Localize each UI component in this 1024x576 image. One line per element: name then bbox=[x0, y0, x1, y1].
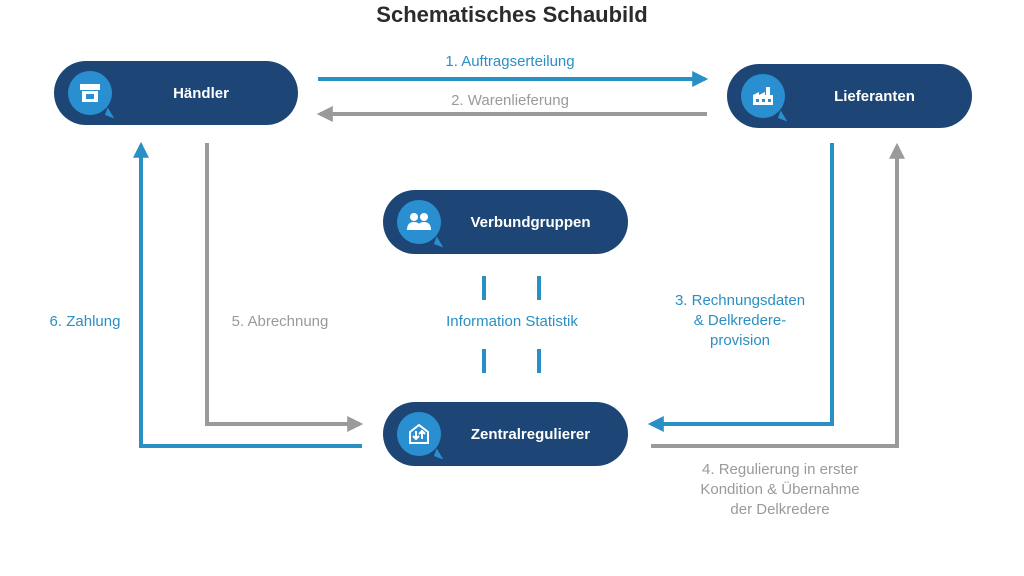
label-line: der Delkredere bbox=[730, 501, 830, 518]
label-regulierung: 4. Regulierung in erster Kondition & Übe… bbox=[660, 460, 900, 520]
label-auftragserteilung: 1. Auftragserteilung bbox=[445, 53, 575, 70]
node-label: Lieferanten bbox=[834, 87, 915, 105]
label-abrechnung: 5. Abrechnung bbox=[231, 313, 329, 330]
transfer-icon bbox=[397, 412, 441, 456]
arrow-rechnungsdaten bbox=[647, 143, 834, 432]
node-label: Händler bbox=[173, 84, 229, 102]
store-icon bbox=[68, 71, 112, 115]
label-rechnungsdaten: 3. Rechnungsdaten & Delkredere- provisio… bbox=[650, 291, 830, 351]
arrow-abrechnung bbox=[205, 143, 364, 432]
diagram-title: Schematisches Schaubild bbox=[376, 2, 648, 27]
node-lieferanten: Lieferanten bbox=[727, 64, 972, 128]
node-verbundgruppen: Verbundgruppen bbox=[383, 190, 628, 254]
label-information-statistik: Information Statistik bbox=[446, 313, 578, 330]
label-line: 4. Regulierung in erster bbox=[702, 461, 858, 478]
node-haendler: Händler bbox=[54, 61, 298, 125]
node-zentralregulierer: Zentralregulierer bbox=[383, 402, 628, 466]
arrow-regulierung bbox=[651, 142, 905, 448]
arrow-zahlung bbox=[133, 141, 362, 448]
group-icon bbox=[397, 200, 441, 244]
label-line: & Delkredere- bbox=[693, 312, 787, 329]
label-line: Kondition & Übernahme bbox=[700, 481, 860, 498]
label-zahlung: 6. Zahlung bbox=[49, 313, 121, 330]
factory-icon bbox=[741, 74, 785, 118]
label-warenlieferung: 2. Warenlieferung bbox=[451, 92, 569, 109]
node-label: Zentralregulierer bbox=[470, 425, 591, 443]
node-label: Verbundgruppen bbox=[470, 213, 591, 231]
label-line: 3. Rechnungsdaten bbox=[674, 292, 806, 309]
label-line: provision bbox=[709, 332, 771, 349]
